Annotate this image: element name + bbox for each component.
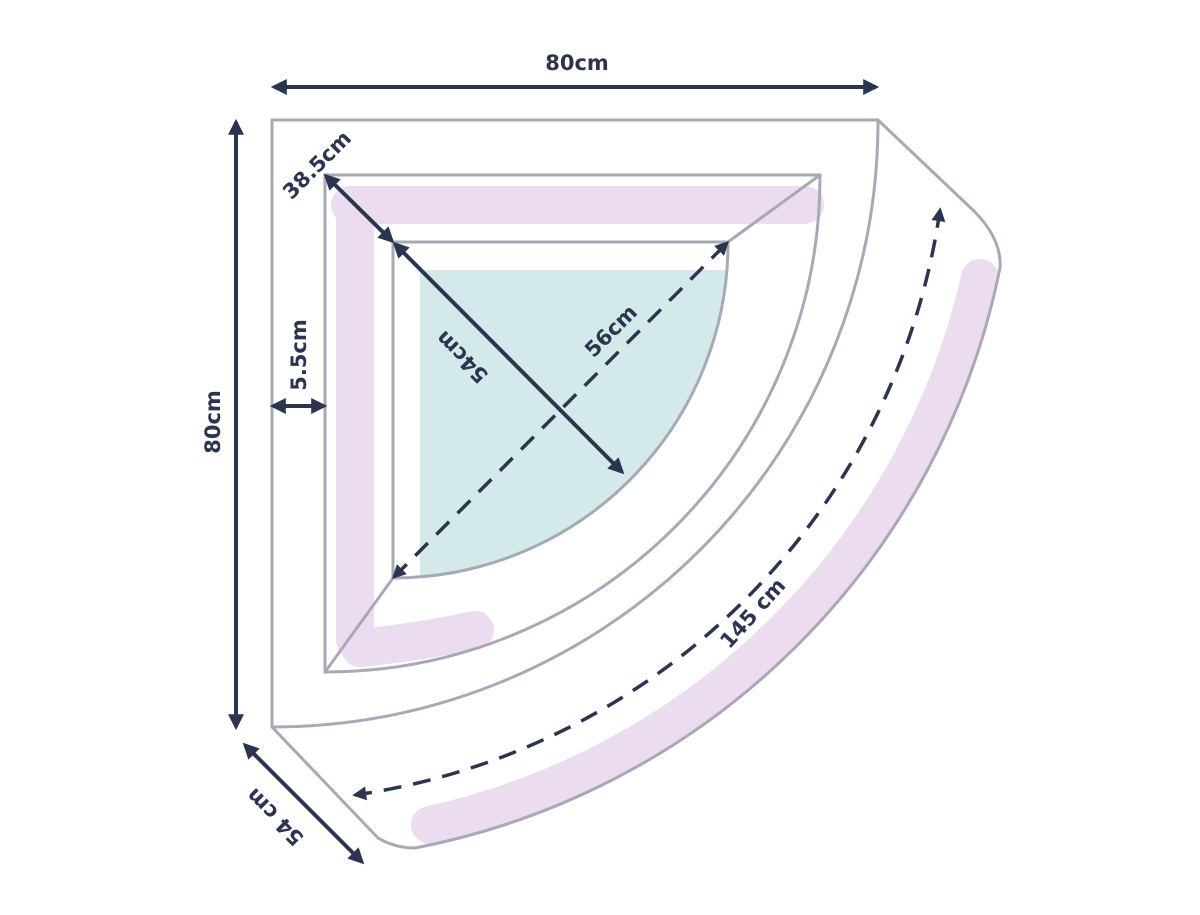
side-edge-label: 54 cm xyxy=(242,783,309,850)
pink-bottom-bar xyxy=(341,611,494,667)
side-edge-arrow xyxy=(242,742,365,865)
dimension-lines xyxy=(228,79,946,865)
arc-length-arrow xyxy=(352,207,946,801)
rim-width-label: 5.5cm xyxy=(287,319,311,391)
top-width-label: 80cm xyxy=(545,51,609,75)
left-height-label: 80cm xyxy=(201,390,225,454)
